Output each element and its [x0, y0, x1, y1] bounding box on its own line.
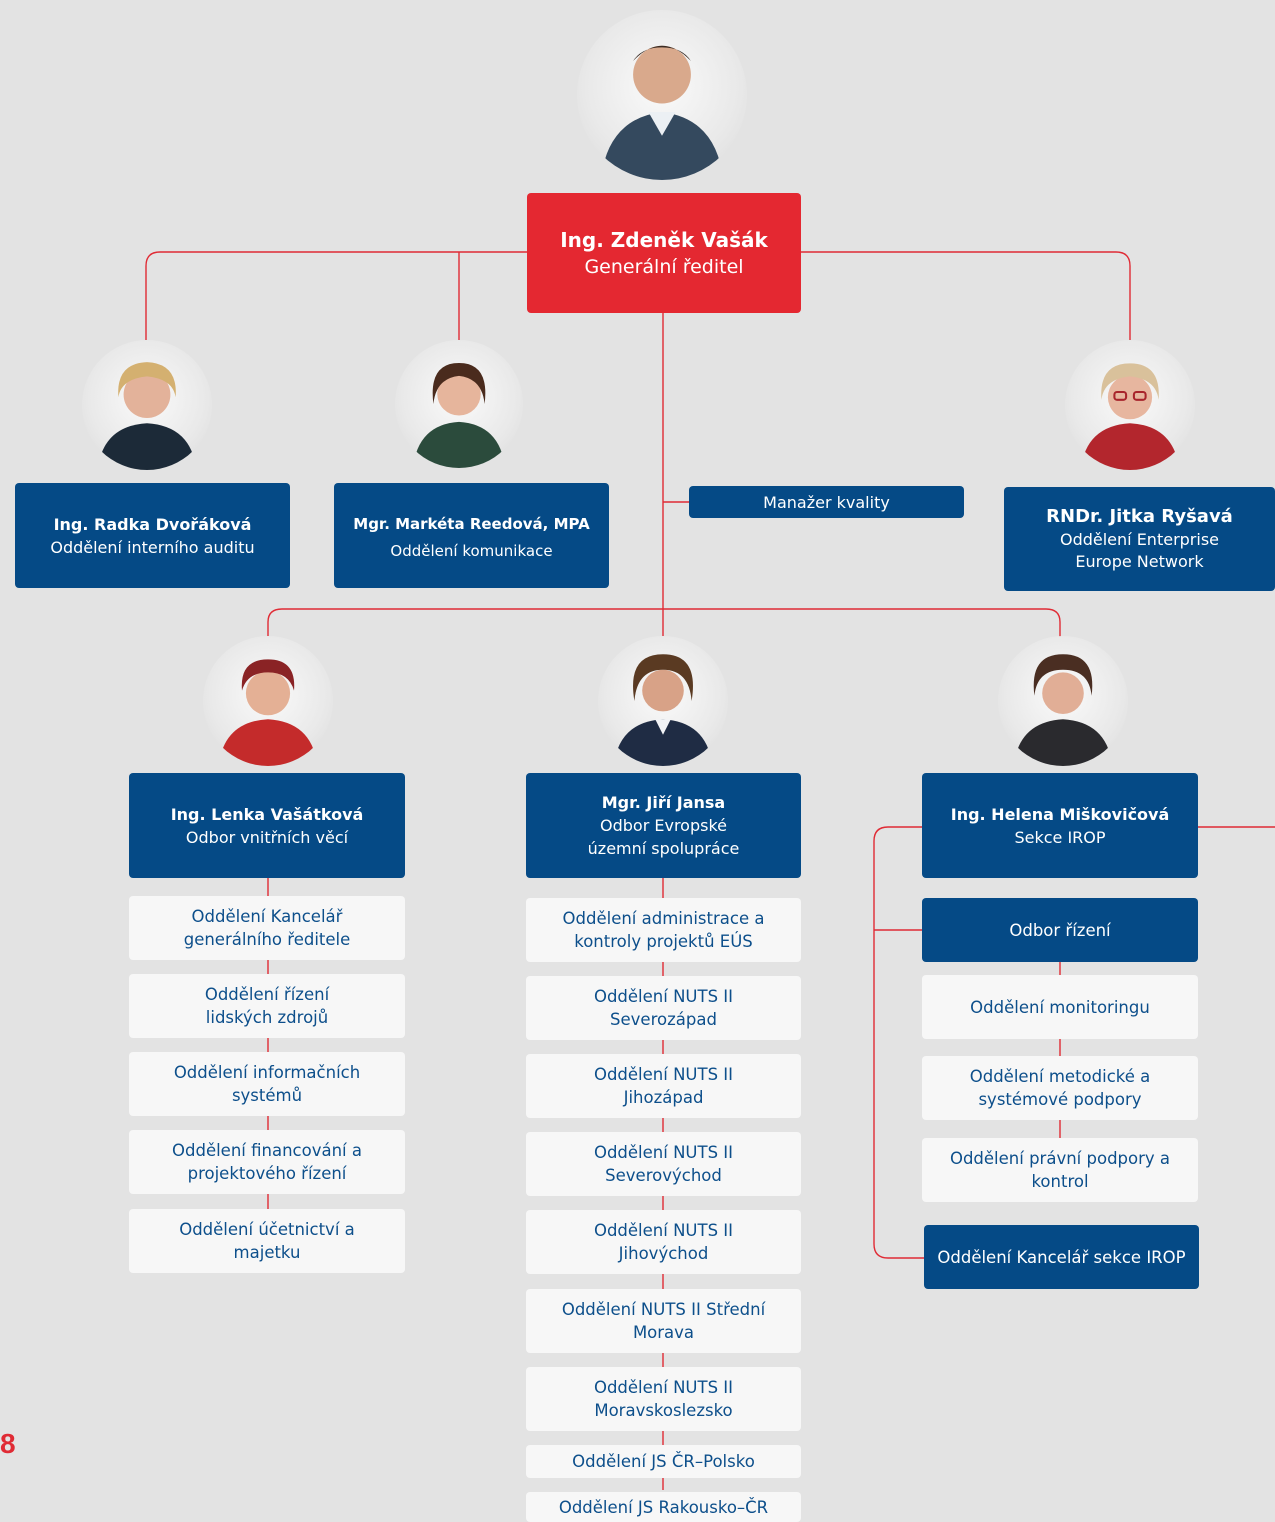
- irop-box: Ing. Helena Miškovičová Sekce IROP: [922, 773, 1198, 878]
- irop-role: Sekce IROP: [1014, 827, 1106, 847]
- rysava-photo: [1065, 340, 1195, 470]
- dept-pravni-podpora: Oddělení právní podpory a kontrol: [922, 1138, 1198, 1202]
- director-photo: [577, 10, 747, 180]
- dept-label: Oddělení NUTS II Jihovýchod: [593, 1221, 734, 1263]
- dept-stredni-morava: Oddělení NUTS II Střední Morava: [526, 1289, 801, 1353]
- dept-moravskoslezsko: Oddělení NUTS II Moravskoslezsko: [526, 1367, 801, 1431]
- dept-label: Oddělení JS ČR–Polsko: [572, 1452, 755, 1471]
- dept-label: Oddělení administrace a kontroly projekt…: [562, 909, 765, 951]
- vasatkova-photo: [203, 636, 333, 766]
- dept-ucetnictvi: Oddělení účetnictví a majetku: [129, 1209, 405, 1273]
- dept-jihovychod: Oddělení NUTS II Jihovýchod: [526, 1210, 801, 1274]
- jansa-photo: [598, 636, 728, 766]
- audit-box: Ing. Radka Dvořáková Oddělení interního …: [15, 483, 290, 588]
- komunikace-name: Mgr. Markéta Reedová, MPA: [353, 514, 590, 533]
- dept-severozapad: Oddělení NUTS II Severozápad: [526, 976, 801, 1040]
- dept-js-polsko: Oddělení JS ČR–Polsko: [526, 1445, 801, 1478]
- dept-label: Oddělení metodické a systémové podpory: [969, 1067, 1151, 1109]
- dept-label: Oddělení řízení lidských zdrojů: [204, 985, 330, 1027]
- dept-label: Oddělení monitoringu: [970, 997, 1150, 1017]
- dept-jihozapad: Oddělení NUTS II Jihozápad: [526, 1054, 801, 1118]
- dept-metodicka-podpora: Oddělení metodické a systémové podpory: [922, 1056, 1198, 1120]
- een-box: RNDr. Jitka Ryšavá Oddělení Enterprise E…: [1004, 487, 1275, 591]
- dept-label: Oddělení informačních systémů: [173, 1063, 361, 1105]
- dept-administrace-eus: Oddělení administrace a kontroly projekt…: [526, 898, 801, 962]
- vnitrni-veci-name: Ing. Lenka Vašátková: [170, 804, 364, 824]
- miskovicova-photo: [998, 636, 1128, 766]
- dept-label: Oddělení Kancelář generálního ředitele: [183, 907, 351, 949]
- odbor-rizeni-box: Odbor řízení: [922, 898, 1198, 962]
- director-box: Ing. Zdeněk Vašák Generální ředitel: [527, 193, 801, 313]
- vnitrni-veci-role: Odbor vnitřních věcí: [185, 827, 349, 847]
- dept-label: Oddělení účetnictví a majetku: [179, 1220, 355, 1262]
- komunikace-box: Mgr. Markéta Reedová, MPA Oddělení komun…: [334, 483, 609, 588]
- audit-role: Oddělení interního auditu: [50, 537, 255, 557]
- dept-label: Oddělení NUTS II Severovýchod: [593, 1143, 734, 1185]
- director-name: Ing. Zdeněk Vašák: [560, 227, 768, 252]
- eus-name: Mgr. Jiří Jansa: [601, 793, 726, 812]
- audit-name: Ing. Radka Dvořáková: [53, 514, 252, 534]
- komunikace-role: Oddělení komunikace: [390, 541, 553, 560]
- reedova-photo: [395, 340, 523, 468]
- dept-label: Oddělení financování a projektového říze…: [172, 1141, 362, 1183]
- dept-financovani: Oddělení financování a projektového říze…: [129, 1130, 405, 1194]
- quality-manager-label: Manažer kvality: [763, 492, 890, 512]
- director-role: Generální ředitel: [584, 255, 744, 278]
- kancelar-irop-label: Oddělení Kancelář sekce IROP: [937, 1247, 1186, 1267]
- dept-monitoring: Oddělení monitoringu: [922, 975, 1198, 1039]
- dept-label: Oddělení právní podpory a kontrol: [949, 1149, 1171, 1191]
- dept-severovychod: Oddělení NUTS II Severovýchod: [526, 1132, 801, 1196]
- een-name: RNDr. Jitka Ryšavá: [1046, 506, 1233, 527]
- dvorakova-photo: [82, 340, 212, 470]
- dept-label: Oddělení NUTS II Střední Morava: [561, 1300, 766, 1342]
- dept-label: Oddělení NUTS II Moravskoslezsko: [593, 1378, 734, 1420]
- irop-name: Ing. Helena Miškovičová: [950, 804, 1170, 824]
- dept-label: Oddělení NUTS II Jihozápad: [593, 1065, 734, 1107]
- eus-role: Odbor Evropské územní spolupráce: [587, 816, 740, 858]
- dept-informacni-systemy: Oddělení informačních systémů: [129, 1052, 405, 1116]
- vnitrni-veci-box: Ing. Lenka Vašátková Odbor vnitřních věc…: [129, 773, 405, 878]
- page-number: 8: [0, 1428, 16, 1459]
- dept-label: Oddělení JS Rakousko–ČR: [558, 1497, 769, 1517]
- odbor-rizeni-label: Odbor řízení: [1009, 920, 1111, 940]
- dept-kancelar-gr: Oddělení Kancelář generálního ředitele: [129, 896, 405, 960]
- dept-lidske-zdroje: Oddělení řízení lidských zdrojů: [129, 974, 405, 1038]
- dept-js-rakousko: Oddělení JS Rakousko–ČR: [526, 1492, 801, 1522]
- quality-manager-box: Manažer kvality: [689, 486, 964, 518]
- dept-label: Oddělení NUTS II Severozápad: [593, 987, 734, 1029]
- een-role: Oddělení Enterprise Europe Network: [1059, 530, 1219, 571]
- eus-box: Mgr. Jiří Jansa Odbor Evropské územní sp…: [526, 773, 801, 878]
- kancelar-irop-box: Oddělení Kancelář sekce IROP: [924, 1225, 1199, 1289]
